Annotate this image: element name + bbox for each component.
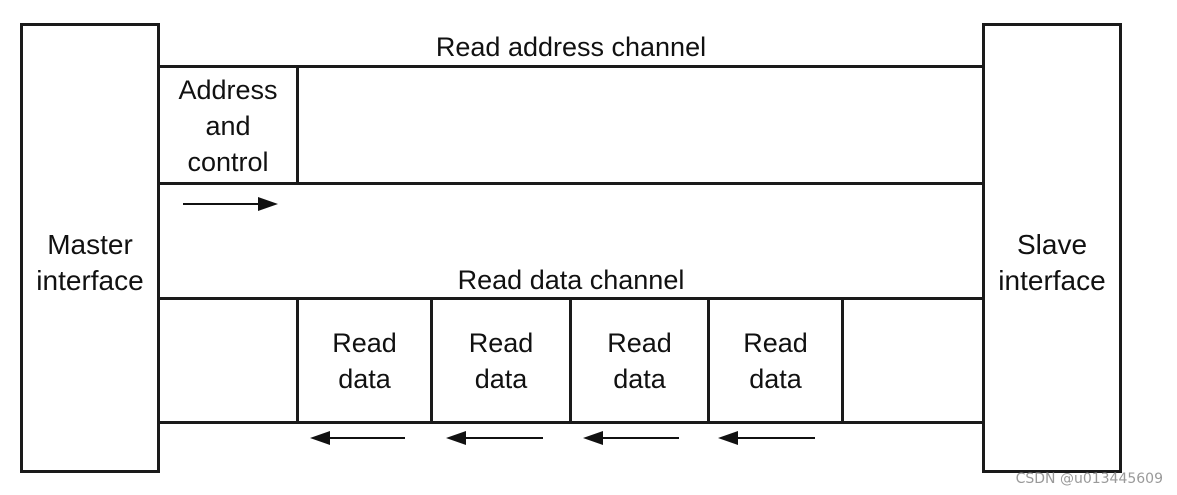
read-data-cell: Read data <box>743 328 808 394</box>
data-cell-divider <box>430 297 433 424</box>
read-data-cell: Read data <box>332 328 397 394</box>
data-direction-arrow-icon <box>718 431 815 445</box>
slave-interface-label: Slave interface <box>998 229 1106 296</box>
slave-interface-box <box>982 23 1122 473</box>
data-direction-arrow-icon <box>583 431 679 445</box>
data-direction-arrow-icon <box>310 431 405 445</box>
master-interface-label: Master interface <box>36 229 144 296</box>
address-channel-bottom-line <box>158 182 984 185</box>
address-cell-divider <box>296 65 299 185</box>
address-channel-top-line <box>158 65 984 68</box>
data-cell-divider <box>296 297 299 424</box>
address-and-control-cell: Address and control <box>178 75 278 177</box>
read-data-cell: Read data <box>607 328 672 394</box>
data-direction-arrow-icon <box>446 431 543 445</box>
address-direction-arrow-icon <box>183 197 278 211</box>
data-cell-divider <box>841 297 844 424</box>
read-data-channel-title: Read data channel <box>457 265 685 295</box>
master-interface-box <box>20 23 160 473</box>
data-cell-divider <box>707 297 710 424</box>
read-address-channel-title: Read address channel <box>435 32 707 62</box>
data-cell-divider <box>569 297 572 424</box>
watermark: CSDN @u013445609 <box>1015 471 1163 487</box>
read-data-cell: Read data <box>468 328 534 394</box>
